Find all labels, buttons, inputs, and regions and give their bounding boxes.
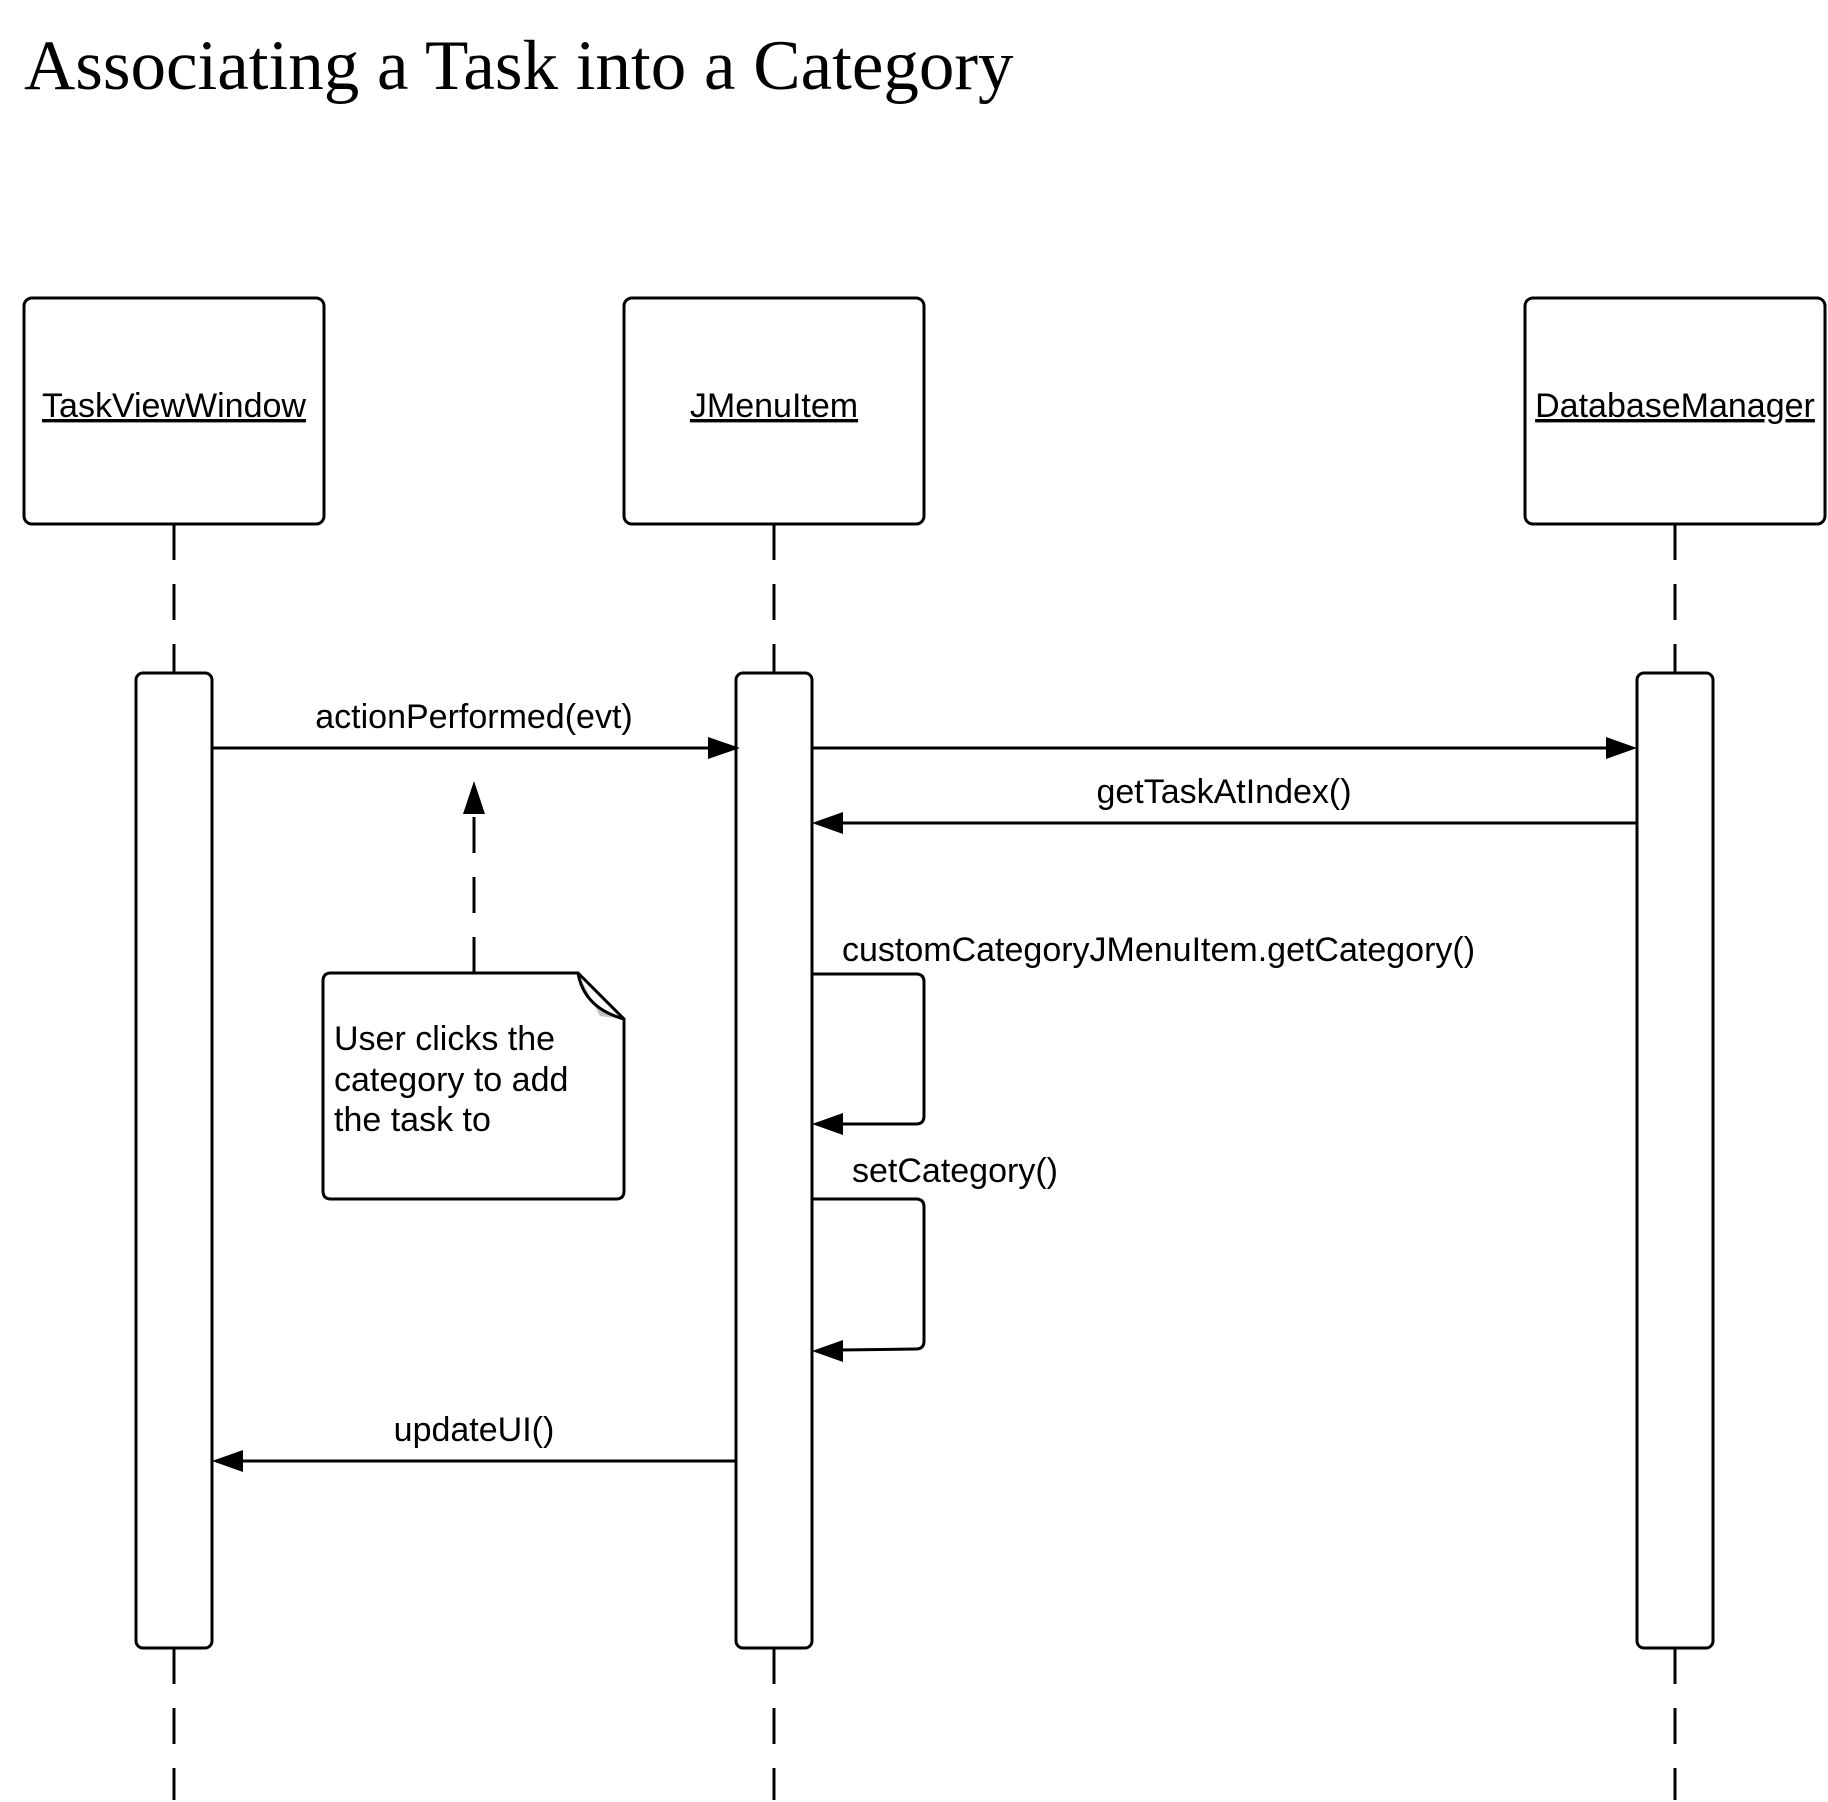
note-line: User clicks the xyxy=(334,1020,555,1058)
note-line: category to add xyxy=(334,1061,568,1099)
self-message-loop xyxy=(812,972,926,1126)
participant-box xyxy=(622,296,926,526)
participant-label: DatabaseManager xyxy=(1535,387,1815,425)
message-label: updateUI() xyxy=(394,1411,555,1449)
message-label: actionPerformed(evt) xyxy=(315,698,632,736)
note-user-clicks-category: User clicks the category to add the task… xyxy=(321,781,626,1201)
participant-box xyxy=(1523,296,1827,526)
arrowhead xyxy=(1606,737,1637,759)
activation-databasemanager xyxy=(1635,671,1715,1650)
participant-label: JMenuItem xyxy=(690,387,858,425)
arrowhead xyxy=(812,1340,843,1362)
participant-box xyxy=(22,296,326,526)
note-box xyxy=(321,971,626,1201)
participant-taskviewwindow: TaskViewWindow xyxy=(22,296,326,526)
arrowhead xyxy=(212,1450,243,1472)
participant-databasemanager: DatabaseManager xyxy=(1523,296,1827,526)
message-action-performed: actionPerformed(evt) xyxy=(212,698,740,759)
page-title: Associating a Task into a Category xyxy=(24,27,1014,105)
participant-jmenuitem: JMenuItem xyxy=(622,296,926,526)
arrowhead xyxy=(812,812,843,834)
activation-jmenuitem xyxy=(734,671,814,1650)
arrowhead xyxy=(708,737,740,759)
message-set-category-self: setCategory() xyxy=(812,1152,1058,1362)
message-to-database-manager xyxy=(812,737,1637,759)
message-get-task-at-index: getTaskAtIndex() xyxy=(812,773,1637,834)
message-get-category-self: customCategoryJMenuItem.getCategory() xyxy=(812,931,1475,1135)
message-label: getTaskAtIndex() xyxy=(1096,773,1351,811)
self-message-loop xyxy=(812,1197,926,1352)
message-update-ui: updateUI() xyxy=(212,1411,736,1472)
message-label: customCategoryJMenuItem.getCategory() xyxy=(842,931,1475,969)
message-label: setCategory() xyxy=(852,1152,1058,1190)
lifelines xyxy=(172,524,1677,1800)
participant-label: TaskViewWindow xyxy=(42,387,306,425)
arrowhead xyxy=(812,1113,843,1135)
activations xyxy=(134,671,1715,1650)
activation-taskviewwindow xyxy=(134,671,214,1650)
note-connector-arrowhead xyxy=(463,781,485,814)
note-line: the task to xyxy=(334,1101,491,1139)
note-fold-edge xyxy=(576,972,625,1021)
